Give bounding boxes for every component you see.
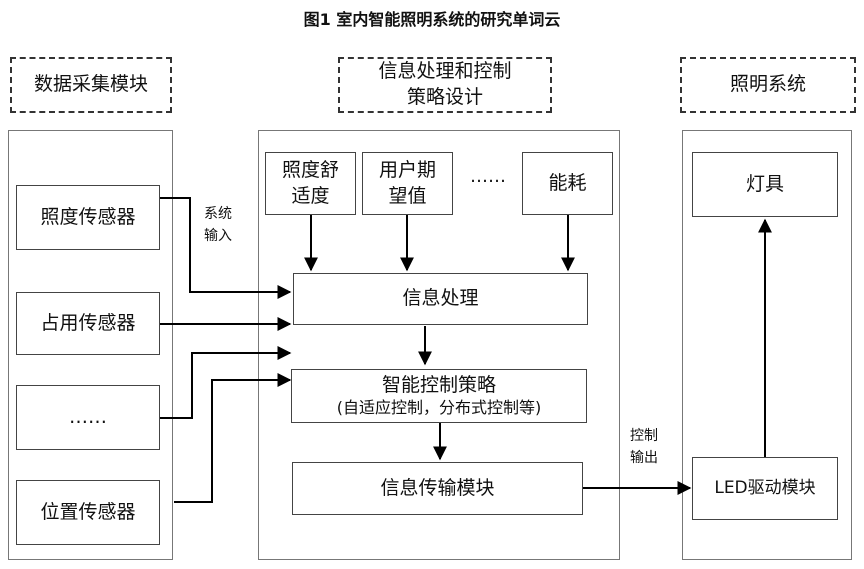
input-energy: 能耗 [522, 152, 613, 215]
input-comfort-line1: 照度舒 [281, 158, 339, 181]
sensor-occupancy: 占用传感器 [16, 292, 160, 355]
input-comfort: 照度舒适度 [265, 152, 356, 215]
arrow-illuminance-to-processing [160, 197, 292, 299]
system-input-line2: 输入 [204, 228, 232, 245]
header-processing-line1: 信息处理和控制 [378, 60, 512, 83]
info-transfer-box: 信息传输模块 [292, 462, 583, 515]
panel-processing [258, 130, 620, 560]
header-processing-line2: 策略设计 [406, 86, 483, 108]
header-data-label: 数据采集模块 [33, 73, 148, 96]
info-processing-box: 信息处理 [293, 273, 588, 325]
control-output-line2: 输出 [630, 450, 658, 467]
control-output-line1: 控制 [630, 428, 658, 444]
input-user-line1: 用户期 [378, 158, 436, 181]
control-output-label: 控制输出 [630, 425, 658, 470]
input-ellipsis: …… [470, 166, 506, 187]
arrow-more-to-processing [160, 346, 292, 419]
panel-data-collection [8, 130, 173, 560]
system-input-label: 系统输入 [204, 203, 232, 248]
light-fixture-box: 灯具 [692, 152, 838, 217]
header-data-collection: 数据采集模块 [10, 57, 172, 113]
system-input-line1: 系统 [204, 206, 232, 222]
input-user-expectation: 用户期望值 [362, 152, 453, 215]
header-lighting: 照明系统 [680, 57, 856, 113]
arrow-position-to-strategy [174, 373, 292, 503]
sensor-illuminance: 照度传感器 [16, 185, 160, 250]
strategy-subtitle: (自适应控制，分布式控制等) [336, 397, 542, 417]
input-comfort-line2: 适度 [291, 184, 330, 207]
control-strategy-box: 智能控制策略(自适应控制，分布式控制等) [291, 369, 587, 423]
header-lighting-label: 照明系统 [729, 73, 806, 96]
strategy-title: 智能控制策略 [381, 374, 496, 397]
figure-title: 图1 室内智能照明系统的研究单词云 [303, 10, 561, 29]
sensor-position: 位置传感器 [16, 480, 160, 545]
led-driver-box: LED驱动模块 [692, 457, 838, 520]
header-processing: 信息处理和控制策略设计 [338, 57, 552, 113]
input-user-line2: 望值 [388, 184, 427, 207]
panel-lighting [682, 130, 852, 560]
sensor-more: …… [16, 385, 160, 450]
